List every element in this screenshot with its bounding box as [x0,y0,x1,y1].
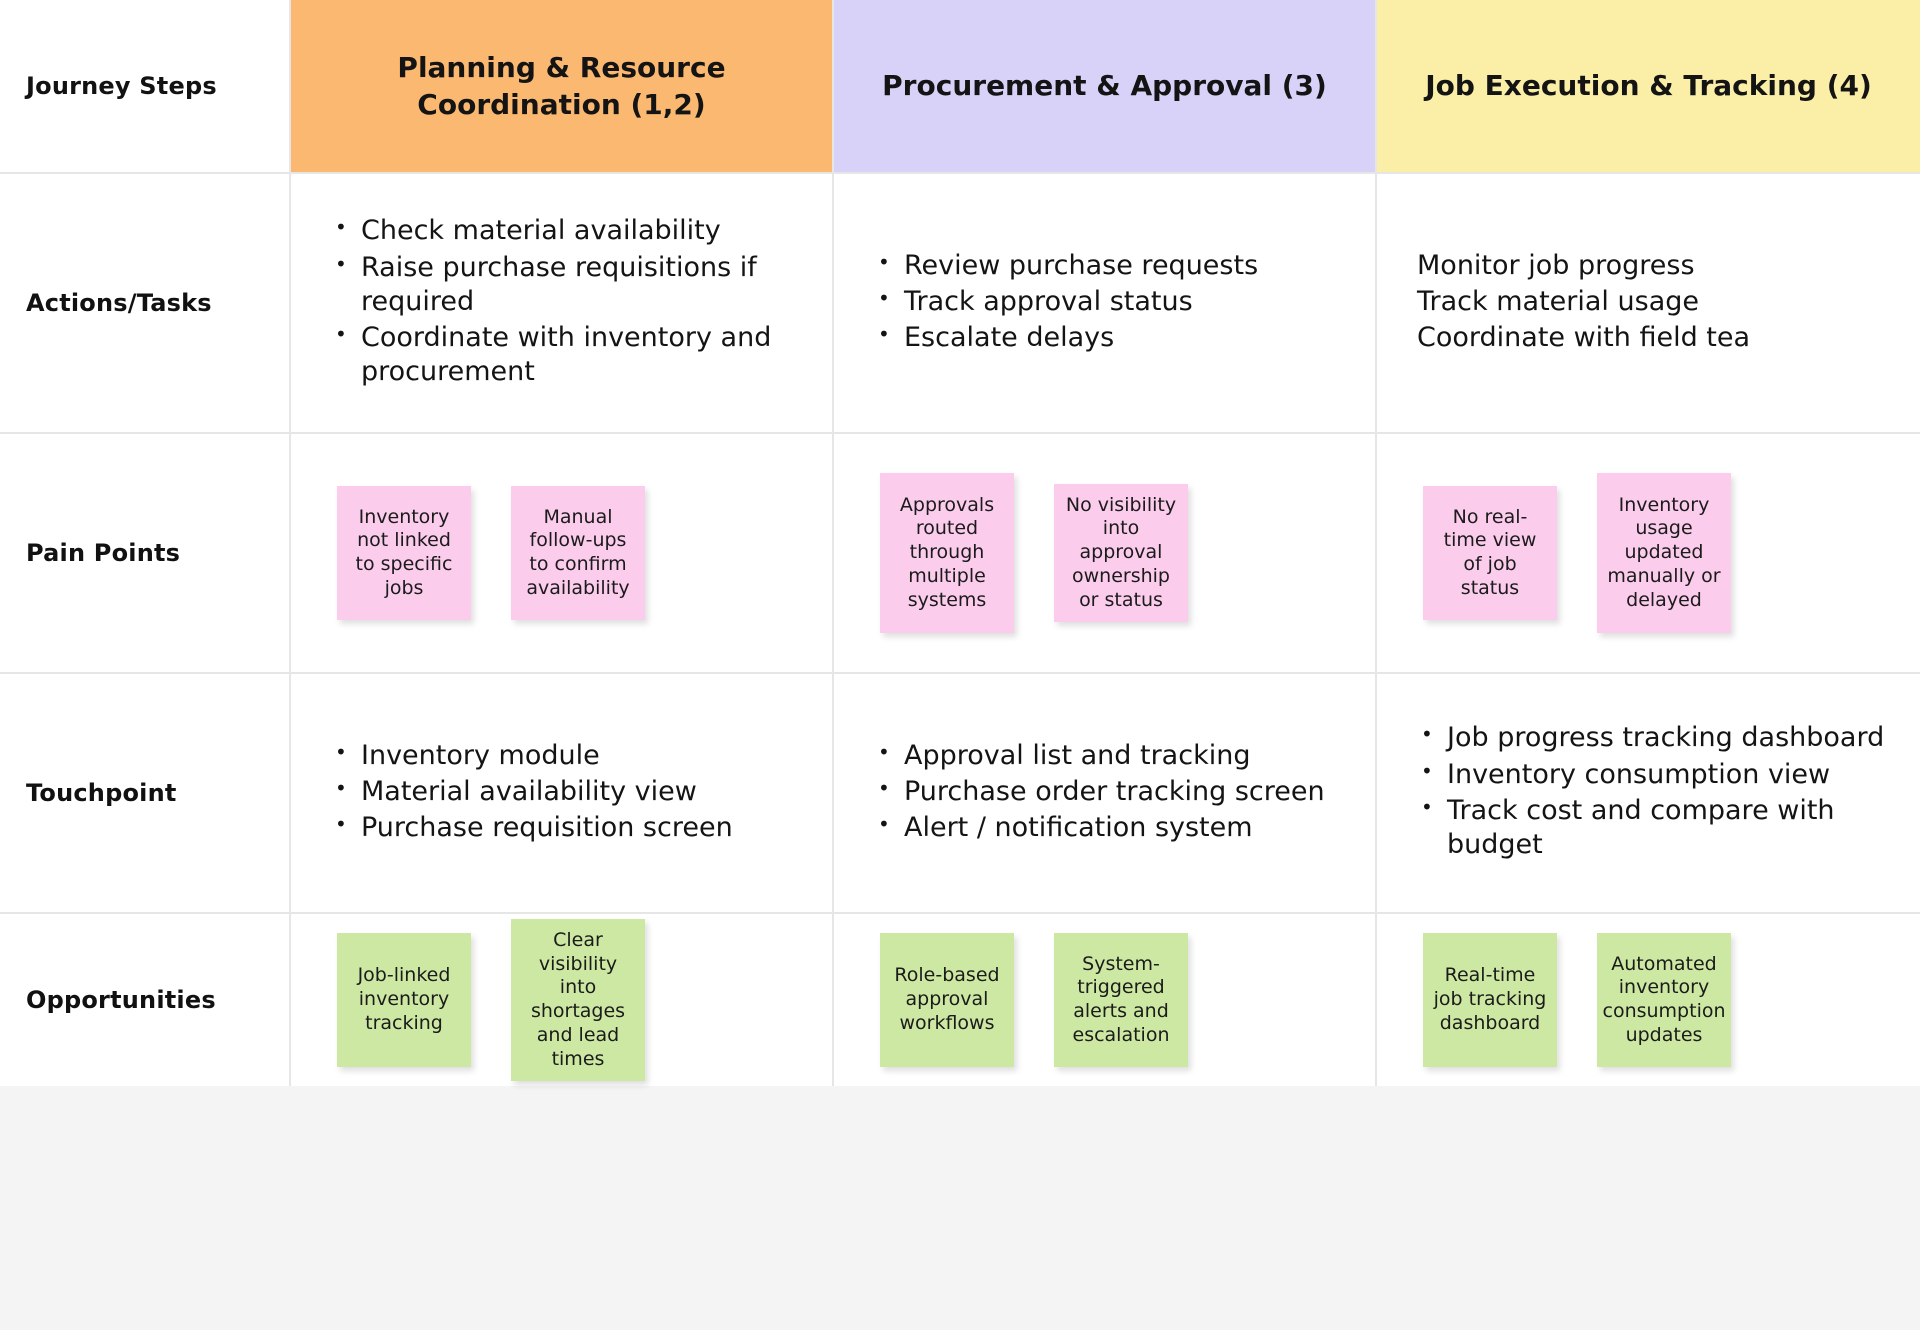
sticky-note-opportunity[interactable]: Clear visibility into shortages and lead… [511,918,645,1082]
cell-touchpoint-job-execution[interactable]: Job progress tracking dashboard Inventor… [1377,674,1920,912]
stage-header-job-execution[interactable]: Job Execution & Tracking (4) [1377,0,1920,172]
row-label-cell-pain: Pain Points [0,434,291,672]
list-item: Track material usage [1417,285,1699,317]
sticky-note-opportunity[interactable]: Real-time job tracking dashboard [1423,933,1557,1067]
list-item: Escalate delays [878,320,1341,355]
bullet-list: Approval list and tracking Purchase orde… [874,738,1341,848]
sticky-note-group: Inventory not linked to specific jobs Ma… [291,434,832,672]
plain-list: Monitor job progress Track material usag… [1417,249,1886,358]
cell-actions-procurement[interactable]: Review purchase requests Track approval … [834,174,1377,432]
sticky-note-pain[interactable]: No real-time view of job status [1423,486,1557,620]
list-wrapper: Monitor job progress Track material usag… [1377,174,1920,432]
stage-header-job-execution-title: Job Execution & Tracking (4) [1425,69,1872,103]
list-item: Inventory module [335,738,798,773]
stage-header-procurement-title: Procurement & Approval (3) [882,69,1327,103]
cell-actions-job-execution[interactable]: Monitor job progress Track material usag… [1377,174,1920,432]
header-row: Journey Steps Planning & Resource Coordi… [0,0,1920,174]
sticky-note-group: Real-time job tracking dashboard Automat… [1377,914,1920,1086]
list-item: Alert / notification system [878,810,1341,845]
cell-touchpoint-procurement[interactable]: Approval list and tracking Purchase orde… [834,674,1377,912]
cell-opportunities-job-execution[interactable]: Real-time job tracking dashboard Automat… [1377,914,1920,1086]
bullet-list: Inventory module Material availability v… [331,738,798,848]
list-wrapper: Inventory module Material availability v… [291,674,832,912]
row-label-cell-actions: Actions/Tasks [0,174,291,432]
sticky-note-pain[interactable]: Manual follow-ups to confirm availabilit… [511,486,645,620]
bullet-list: Review purchase requests Track approval … [874,248,1341,358]
row-pain-points: Pain Points Inventory not linked to spec… [0,434,1920,674]
sticky-note-pain[interactable]: Inventory usage updated manually or dela… [1597,473,1731,633]
row-touchpoint: Touchpoint Inventory module Material ava… [0,674,1920,914]
list-item: Coordinate with inventory and procuremen… [335,320,798,390]
list-item: Job progress tracking dashboard [1421,720,1886,755]
list-wrapper: Review purchase requests Track approval … [834,174,1375,432]
sticky-note-group: Job-linked inventory tracking Clear visi… [291,914,832,1086]
list-item: Track approval status [878,284,1341,319]
bullet-list: Check material availability Raise purcha… [331,213,798,391]
list-item: Inventory consumption view [1421,757,1886,792]
sticky-note-pain[interactable]: No visibility into approval ownership or… [1054,483,1188,623]
list-item: Monitor job progress [1417,249,1695,281]
sticky-note-opportunity[interactable]: Job-linked inventory tracking [337,933,471,1067]
row-opportunities: Opportunities Job-linked inventory track… [0,914,1920,1086]
cell-opportunities-planning[interactable]: Job-linked inventory tracking Clear visi… [291,914,834,1086]
row-label-actions-tasks: Actions/Tasks [26,289,212,317]
list-item: Approval list and tracking [878,738,1341,773]
sticky-note-opportunity[interactable]: Automated inventory consumption updates [1597,933,1731,1067]
list-item: Check material availability [335,213,798,248]
row-label-cell-touchpoint: Touchpoint [0,674,291,912]
row-actions-tasks: Actions/Tasks Check material availabilit… [0,174,1920,434]
cell-pain-planning[interactable]: Inventory not linked to specific jobs Ma… [291,434,834,672]
sticky-note-pain[interactable]: Inventory not linked to specific jobs [337,486,471,620]
list-item: Review purchase requests [878,248,1341,283]
cell-pain-job-execution[interactable]: No real-time view of job status Inventor… [1377,434,1920,672]
bullet-list: Job progress tracking dashboard Inventor… [1417,720,1886,864]
row-label-touchpoint: Touchpoint [26,779,177,807]
list-item: Material availability view [335,774,798,809]
stage-header-procurement[interactable]: Procurement & Approval (3) [834,0,1377,172]
stage-header-planning[interactable]: Planning & Resource Coordination (1,2) [291,0,834,172]
cell-actions-planning[interactable]: Check material availability Raise purcha… [291,174,834,432]
cell-opportunities-procurement[interactable]: Role-based approval workflows System-tri… [834,914,1377,1086]
sticky-note-opportunity[interactable]: Role-based approval workflows [880,933,1014,1067]
list-wrapper: Approval list and tracking Purchase orde… [834,674,1375,912]
journey-steps-label: Journey Steps [26,72,217,100]
row-header-label-cell: Journey Steps [0,0,291,172]
row-label-cell-opportunities: Opportunities [0,914,291,1086]
list-wrapper: Check material availability Raise purcha… [291,174,832,432]
row-label-pain-points: Pain Points [26,539,181,567]
list-item: Purchase requisition screen [335,810,798,845]
cell-pain-procurement[interactable]: Approvals routed through multiple system… [834,434,1377,672]
sticky-note-pain[interactable]: Approvals routed through multiple system… [880,473,1014,633]
list-item: Purchase order tracking screen [878,774,1341,809]
list-item: Coordinate with field tea [1417,322,1751,354]
list-item: Track cost and compare with budget [1421,793,1886,863]
sticky-note-group: Approvals routed through multiple system… [834,434,1375,672]
row-label-opportunities: Opportunities [26,986,216,1014]
cell-touchpoint-planning[interactable]: Inventory module Material availability v… [291,674,834,912]
list-item: Raise purchase requisitions if required [335,250,798,320]
sticky-note-opportunity[interactable]: System-triggered alerts and escalation [1054,933,1188,1067]
sticky-note-group: Role-based approval workflows System-tri… [834,914,1375,1086]
list-wrapper: Job progress tracking dashboard Inventor… [1377,674,1920,912]
stage-header-planning-title: Planning & Resource Coordination (1,2) [397,50,726,121]
sticky-note-group: No real-time view of job status Inventor… [1377,434,1920,672]
